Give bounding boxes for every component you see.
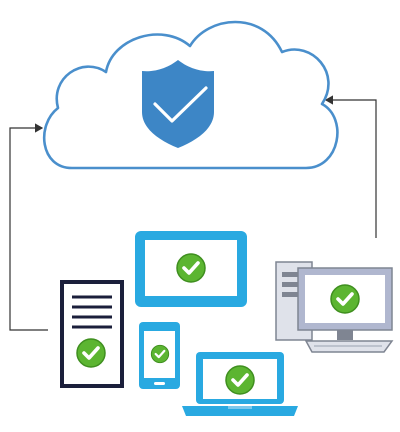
check-badge-icon: [329, 283, 361, 315]
phone-node: [139, 322, 180, 389]
cloud-node: [43, 20, 339, 170]
check-badge-icon: [175, 252, 207, 284]
check-badge-icon: [224, 364, 256, 396]
server-node: [60, 280, 124, 388]
connector-server-to-cloud: [9, 123, 48, 331]
tablet-node: [135, 231, 247, 307]
connector-desktop-to-cloud: [324, 95, 377, 238]
laptop-node: [182, 352, 298, 416]
desktop-node: [275, 261, 394, 353]
check-badge-icon: [150, 344, 170, 364]
shield-check-icon: [142, 60, 214, 148]
check-badge-icon: [75, 337, 107, 369]
